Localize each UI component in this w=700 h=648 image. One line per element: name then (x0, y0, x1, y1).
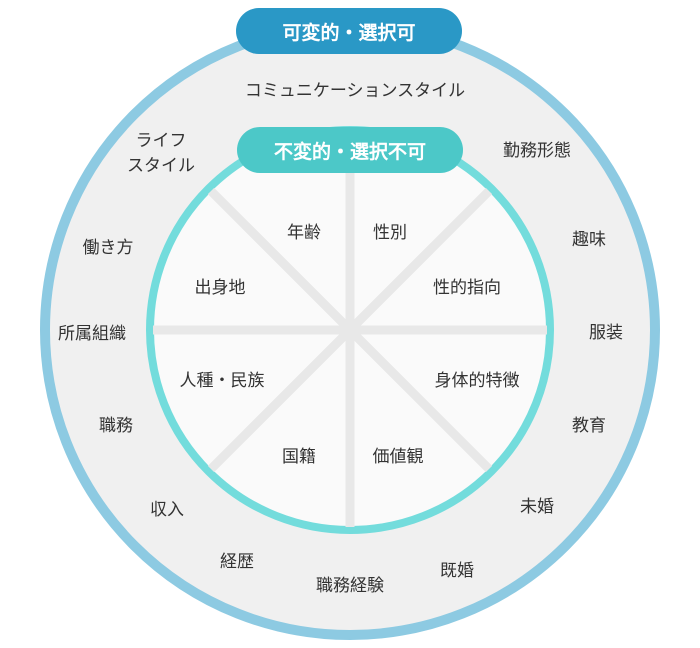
inner-spokes (153, 133, 547, 527)
inner-item: 価値観 (373, 447, 424, 467)
outer-item: ライフ (136, 131, 187, 151)
spoke-diagonal-b (207, 187, 493, 473)
outer-title-pill: 可変的・選択可 (236, 8, 462, 54)
outer-item: 既婚 (440, 561, 474, 581)
outer-item: 未婚 (520, 497, 554, 517)
inner-item: 性的指向 (433, 278, 501, 298)
outer-item: スタイル (127, 156, 195, 176)
inner-item: 性別 (373, 223, 407, 243)
outer-item: 所属組織 (58, 324, 126, 344)
outer-item: 教育 (572, 416, 606, 436)
outer-item: 働き方 (83, 238, 134, 258)
inner-item: 出身地 (195, 278, 246, 298)
outer-item: 趣味 (572, 230, 606, 250)
outer-title: 可変的・選択可 (282, 21, 415, 44)
outer-item: 職務 (99, 416, 133, 436)
inner-title: 不変的・選択不可 (274, 140, 426, 163)
outer-item: 職務経験 (316, 576, 384, 596)
inner-title-pill-bg (237, 127, 463, 173)
outer-item: 経歴 (220, 552, 254, 572)
outer-item: 収入 (150, 500, 184, 520)
inner-title-pill: 不変的・選択不可 (237, 127, 463, 173)
inner-labels: 年齢 性別 出身地 性的指向 人種・民族 身体的特徴 国籍 価値観 (180, 223, 520, 467)
inner-item: 年齢 (287, 223, 321, 243)
inner-item: 人種・民族 (180, 371, 265, 391)
inner-item: 国籍 (282, 447, 316, 467)
inner-item: 身体的特徴 (435, 371, 520, 391)
outer-item: 服装 (589, 323, 623, 343)
outer-title-pill-bg (236, 8, 462, 54)
outer-item: 勤務形態 (503, 141, 571, 161)
outer-labels: コミュニケーションスタイル 勤務形態 趣味 服装 教育 未婚 既婚 職務経験 経… (58, 81, 623, 596)
outer-item: コミュニケーションスタイル (245, 81, 465, 101)
